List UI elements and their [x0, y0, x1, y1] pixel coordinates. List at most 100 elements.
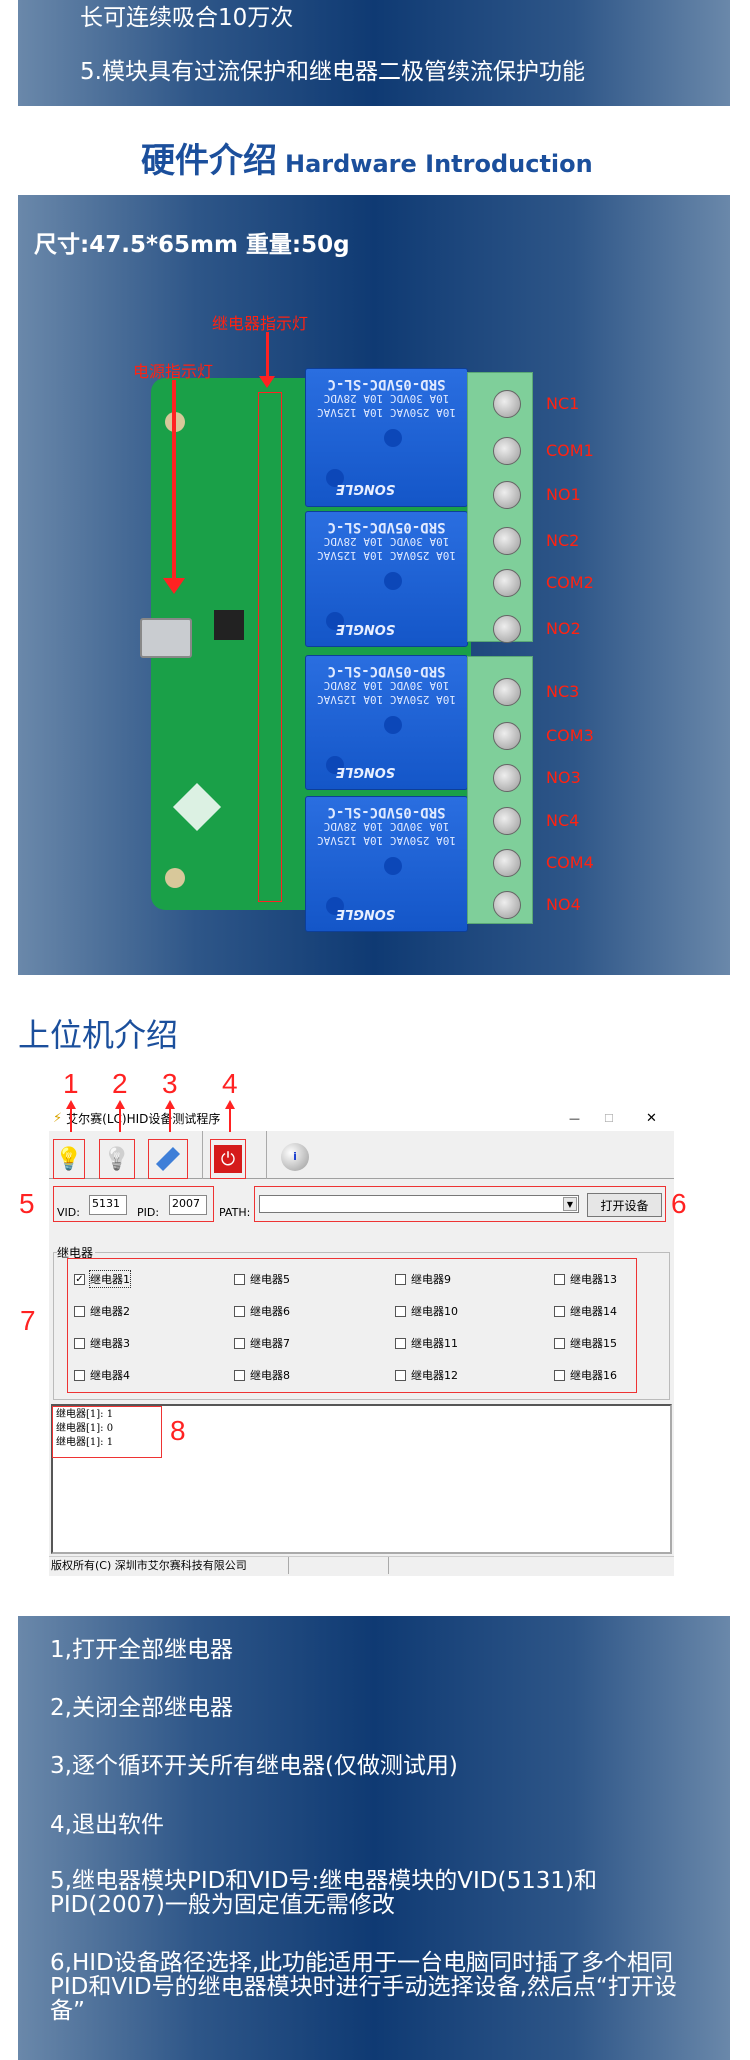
checkbox-box[interactable]	[554, 1369, 565, 1381]
relay-checkbox[interactable]: 继电器13	[554, 1271, 617, 1287]
all-off-button[interactable]: 💡	[99, 1139, 135, 1179]
pid-input[interactable]: 2007	[169, 1195, 207, 1215]
log-line: 继电器[1]: 0	[56, 1423, 114, 1434]
checkbox-box[interactable]	[395, 1369, 406, 1381]
relay-checkbox[interactable]: 继电器8	[234, 1367, 290, 1383]
relay-checkbox[interactable]: 继电器16	[554, 1367, 617, 1383]
mounting-hole	[165, 868, 185, 888]
terminal-label: COM2	[546, 573, 594, 592]
terminal-screw	[493, 615, 521, 643]
all-on-button[interactable]: 💡	[53, 1139, 85, 1179]
checkbox-box[interactable]	[395, 1305, 406, 1317]
info-button[interactable]: i	[281, 1143, 309, 1171]
callout-arrow	[169, 1104, 171, 1132]
checkbox-box[interactable]	[395, 1273, 406, 1285]
hardware-title-en: Hardware Introduction	[285, 150, 593, 178]
relay-checkbox[interactable]: 继电器2	[74, 1303, 130, 1319]
app-icon: ⚡	[53, 1111, 63, 1126]
terminal-screw	[493, 569, 521, 597]
relay-checkbox-label: 继电器15	[570, 1337, 617, 1350]
log-area[interactable]: 继电器[1]: 1 继电器[1]: 0 继电器[1]: 1	[51, 1404, 672, 1554]
callout-arrow-head	[225, 1100, 235, 1109]
feature-line-4-cont: 长可连续吸合10万次	[80, 5, 294, 31]
relay-checkbox[interactable]: 继电器9	[395, 1271, 451, 1287]
app-window: ⚡ 艾尔赛(LC)HID设备测试程序 — ☐ ✕ 💡 💡 ⏻ i VID: 51…	[49, 1106, 674, 1576]
terminal-label: NO3	[546, 768, 581, 787]
notes-panel: 1,打开全部继电器 2,关闭全部继电器 3,逐个循环开关所有继电器(仅做测试用)…	[18, 1616, 730, 2060]
terminal-screw	[493, 722, 521, 750]
arrow-head	[163, 578, 185, 594]
power-led-annotation: 电源指示灯	[133, 362, 214, 381]
relay-checkbox[interactable]: 继电器10	[395, 1303, 458, 1319]
terminal-label: NO4	[546, 895, 581, 914]
terminal-screw	[493, 678, 521, 706]
checkbox-box[interactable]	[234, 1369, 245, 1381]
spec-text: 尺寸:47.5*65mm 重量:50g	[34, 232, 350, 258]
note-1: 1,打开全部继电器	[50, 1637, 233, 1663]
hardware-title-cn: 硬件介绍	[141, 141, 277, 181]
feature-banner: 长可连续吸合10万次 5.模块具有过流保护和继电器二极管续流保护功能	[18, 0, 730, 106]
terminal-screw	[493, 390, 521, 418]
led-column-highlight	[258, 392, 282, 902]
checkbox-box[interactable]	[395, 1337, 406, 1349]
callout-number: 5	[19, 1188, 35, 1219]
vid-input[interactable]: 5131	[89, 1195, 127, 1215]
log-line: 继电器[1]: 1	[56, 1437, 114, 1448]
path-group	[254, 1186, 666, 1222]
relay-group-label: 继电器	[57, 1244, 96, 1261]
note-5: 5,继电器模块PID和VID号:继电器模块的VID(5131)和PID(2007…	[50, 1868, 597, 1918]
relay-checkbox-label: 继电器16	[570, 1369, 617, 1382]
checkbox-box[interactable]	[234, 1305, 245, 1317]
relay-checkbox-label: 继电器10	[411, 1305, 458, 1318]
minimize-button[interactable]: —	[569, 1112, 580, 1125]
callout-number: 6	[671, 1188, 687, 1219]
checkbox-box[interactable]	[554, 1305, 565, 1317]
callout-number: 8	[170, 1415, 186, 1446]
status-copyright: 版权所有(C) 深圳市艾尔赛科技有限公司	[49, 1557, 289, 1574]
checkbox-box[interactable]: ✓	[74, 1273, 85, 1285]
relay-checkbox[interactable]: 继电器14	[554, 1303, 617, 1319]
relay-led-annotation: 继电器指示灯	[212, 314, 309, 333]
log-highlight	[52, 1406, 162, 1458]
terminal-label: COM3	[546, 726, 594, 745]
terminal-label: NC3	[546, 682, 580, 701]
checkbox-box[interactable]	[234, 1337, 245, 1349]
relay-checkbox[interactable]: 继电器3	[74, 1335, 130, 1351]
hardware-heading: 硬件介绍 Hardware Introduction	[141, 133, 593, 182]
cycle-test-button[interactable]	[148, 1139, 188, 1179]
relay-checkbox[interactable]: 继电器5	[234, 1271, 290, 1287]
checkbox-box[interactable]	[74, 1337, 85, 1349]
exit-button[interactable]: ⏻	[210, 1139, 246, 1179]
callout-arrow	[70, 1104, 72, 1132]
callout-arrow	[229, 1104, 231, 1132]
relay-checkbox-label: 继电器13	[570, 1273, 617, 1286]
callout-number: 3	[162, 1068, 178, 1099]
terminal-screw	[493, 437, 521, 465]
close-button[interactable]: ✕	[646, 1111, 657, 1126]
relay-checkbox-label: 继电器9	[411, 1273, 451, 1286]
maximize-button[interactable]: ☐	[604, 1112, 614, 1125]
arrow-down	[266, 332, 269, 380]
checkbox-box[interactable]	[234, 1273, 245, 1285]
relay-checkbox[interactable]: 继电器6	[234, 1303, 290, 1319]
relay-checkbox[interactable]: 继电器4	[74, 1367, 130, 1383]
open-device-button[interactable]: 打开设备	[587, 1193, 662, 1217]
chevron-down-icon[interactable]: ▼	[563, 1197, 577, 1211]
relay-checkbox[interactable]: 继电器11	[395, 1335, 458, 1351]
note-3: 3,逐个循环开关所有继电器(仅做测试用)	[50, 1753, 458, 1779]
relay-checkbox[interactable]: 继电器12	[395, 1367, 458, 1383]
relay-checkbox[interactable]: 继电器15	[554, 1335, 617, 1351]
checkbox-box[interactable]	[554, 1273, 565, 1285]
checkbox-box[interactable]	[554, 1337, 565, 1349]
checkbox-box[interactable]	[74, 1369, 85, 1381]
relay-checkbox[interactable]: 继电器7	[234, 1335, 290, 1351]
checkbox-box[interactable]	[74, 1305, 85, 1317]
bulb-off-icon: 💡	[103, 1146, 131, 1172]
relay-checkbox[interactable]: ✓继电器1	[74, 1270, 131, 1288]
title-bar: ⚡ 艾尔赛(LC)HID设备测试程序 — ☐ ✕	[49, 1106, 674, 1131]
path-select[interactable]: ▼	[259, 1195, 579, 1213]
relay-checkbox-label: 继电器5	[250, 1273, 290, 1286]
